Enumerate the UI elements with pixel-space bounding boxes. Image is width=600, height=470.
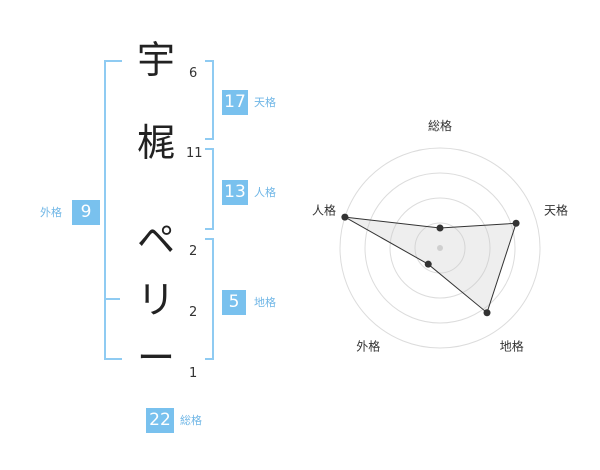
jinkaku-score-badge: 13 [222,180,248,205]
radar-ring-2 [389,197,491,299]
jinkaku-label: 人格 [254,186,276,199]
chikaku-score-badge: 5 [222,290,246,315]
stroke-count-4: 2 [189,305,198,320]
radar-point-5 [341,213,349,221]
radar-point-3 [483,309,491,317]
stroke-count-1: 6 [189,66,198,81]
stroke-count-3: 2 [189,244,198,259]
gaikaku-label: 外格 [40,206,62,219]
name-char-1: 宇 [136,38,175,82]
radar-point-1 [436,224,444,232]
radar-ring-4 [339,147,541,349]
radar-ring-1 [414,222,466,274]
name-char-3: ペ [136,218,175,262]
radar-point-2 [512,219,520,227]
radar-axis-label-2: 天格 [544,202,568,217]
radar-axis-label-4: 外格 [356,339,380,354]
soukaku-label: 総格 [180,414,202,427]
soukaku-score-badge: 22 [146,408,174,433]
radar-ring-3 [364,172,516,324]
radar-grid [339,147,541,349]
radar-axis-label-5: 人格 [312,202,336,217]
stroke-count-2: 11 [186,146,203,161]
tenkaku-label: 天格 [254,96,276,109]
radar-axis-label-3: 地格 [500,339,524,354]
tenkaku-score-badge: 17 [222,90,248,115]
name-char-5: ー [136,336,175,380]
radar-point-4 [424,260,432,268]
gaikaku-score-badge: 9 [72,200,100,225]
radar-center-dot [437,245,443,251]
name-char-4: リ [136,278,175,322]
stroke-count-5: 1 [189,366,198,381]
name-char-2: 梶 [136,121,175,165]
radar-axis-label-1: 総格 [428,118,452,133]
chikaku-label: 地格 [254,296,276,309]
